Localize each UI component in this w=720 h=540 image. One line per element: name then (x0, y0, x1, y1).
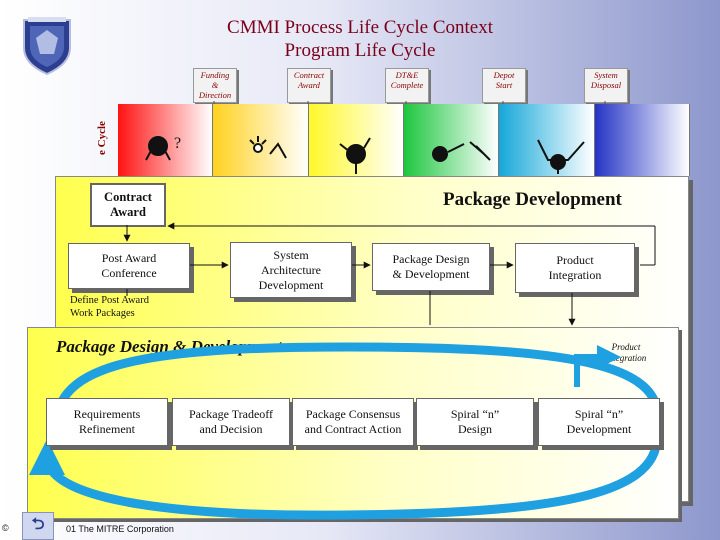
post-award-conference-box: Post Award Conference (68, 243, 190, 289)
package-design-development-box: Package Design & Development (372, 243, 490, 291)
return-arrow-icon: ⮌ (31, 515, 45, 533)
stick-figure-illustrations: ? (145, 135, 585, 174)
product-integration-label: Product Integration (605, 342, 647, 363)
strip-segment-6 (594, 104, 690, 176)
page-title: CMMI Process Life Cycle Context Program … (140, 16, 580, 62)
contract-award-box: Contract Award (90, 183, 166, 227)
strip-segment-4 (403, 104, 500, 176)
copyright-symbol: © (2, 523, 9, 533)
title-line-2: Program Life Cycle (284, 40, 436, 61)
product-integration-box: Product Integration (515, 243, 635, 293)
copyright-text: 01 The MITRE Corporation (66, 524, 174, 534)
milestone-funding: Funding&Direction (193, 68, 237, 103)
strip-segment-2 (213, 104, 309, 176)
svg-text:?: ? (174, 135, 181, 152)
back-button[interactable]: ⮌ (22, 512, 54, 540)
package-tradeoff-decision-box: Package Tradeoff and Decision (172, 398, 290, 446)
spiral-n-design-box: Spiral “n” Design (416, 398, 534, 446)
life-cycle-strip (118, 104, 690, 176)
spiral-n-development-box: Spiral “n” Development (538, 398, 660, 446)
organization-logo (16, 14, 78, 76)
package-development-title: Package Development (443, 189, 622, 210)
strip-segment-5 (499, 104, 595, 176)
define-work-packages-label: Define Post Award Work Packages (70, 295, 149, 319)
package-development-arrows (123, 222, 656, 326)
spiral-cycle-arrow (29, 342, 663, 520)
requirements-refinement-box: Requirements Refinement (46, 398, 168, 446)
package-consensus-contract-box: Package Consensus and Contract Action (292, 398, 414, 446)
system-architecture-development-box: System Architecture Development (230, 242, 352, 298)
title-line-1: CMMI Process Life Cycle Context (227, 17, 493, 38)
